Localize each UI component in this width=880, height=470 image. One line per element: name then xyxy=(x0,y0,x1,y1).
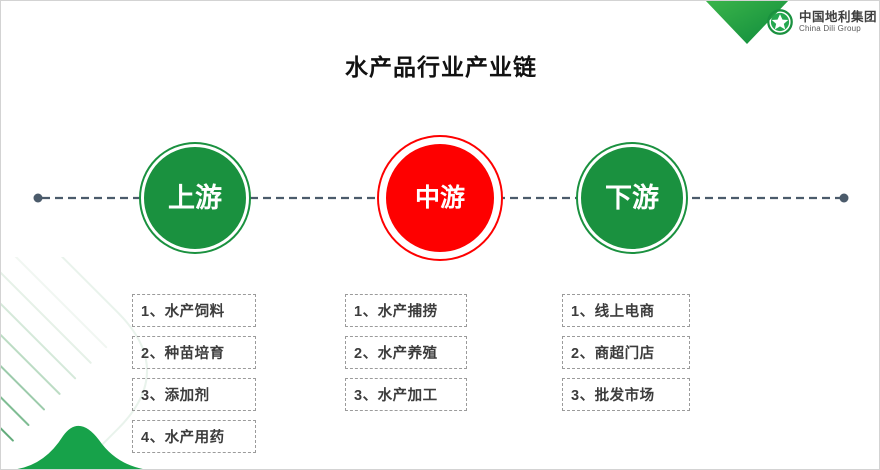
logo-name-cn: 中国地利集团 xyxy=(799,9,878,24)
list-item[interactable]: 4、水产用药 xyxy=(132,420,256,453)
midstream-item-list: 1、水产捕捞 2、水产养殖 3、水产加工 xyxy=(345,294,467,411)
page-title: 水产品行业产业链 xyxy=(345,54,537,80)
list-item[interactable]: 1、水产捕捞 xyxy=(345,294,467,327)
list-item[interactable]: 1、水产饲料 xyxy=(132,294,256,327)
midstream-node[interactable]: 中游 xyxy=(379,137,501,259)
downstream-node[interactable]: 下游 xyxy=(578,144,686,252)
brand-logo: 中国地利集团 China Dili Group xyxy=(767,9,877,35)
list-item[interactable]: 2、水产养殖 xyxy=(345,336,467,369)
logo-text-block: 中国地利集团 China Dili Group xyxy=(799,11,877,34)
list-item[interactable]: 3、水产加工 xyxy=(345,378,467,411)
list-item[interactable]: 3、添加剂 xyxy=(132,378,256,411)
downstream-node-label: 下游 xyxy=(605,182,659,213)
list-item[interactable]: 1、线上电商 xyxy=(562,294,690,327)
list-item[interactable]: 3、批发市场 xyxy=(562,378,690,411)
list-item[interactable]: 2、种苗培育 xyxy=(132,336,256,369)
upstream-item-list: 1、水产饲料 2、种苗培育 3、添加剂 4、水产用药 xyxy=(132,294,256,453)
star-in-circle-icon xyxy=(767,9,793,35)
green-hill-shape xyxy=(17,426,144,469)
upstream-node-label: 上游 xyxy=(168,182,222,213)
list-item[interactable]: 2、商超门店 xyxy=(562,336,690,369)
downstream-item-list: 1、线上电商 2、商超门店 3、批发市场 xyxy=(562,294,690,411)
upstream-node[interactable]: 上游 xyxy=(141,144,249,252)
logo-name-en: China Dili Group xyxy=(799,24,861,34)
midstream-node-label: 中游 xyxy=(414,184,465,212)
